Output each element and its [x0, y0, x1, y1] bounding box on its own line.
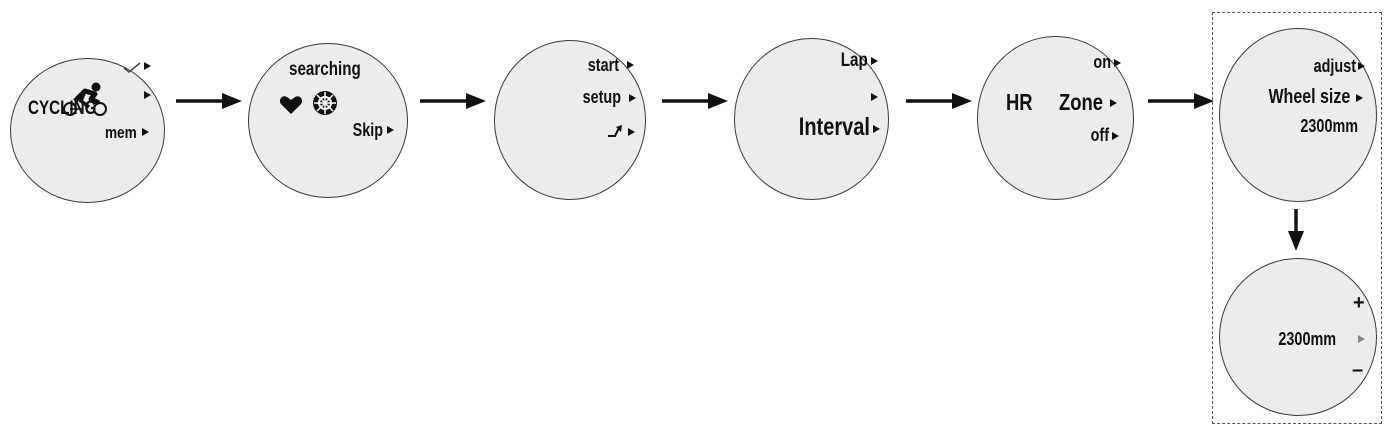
minus-label: – [1352, 359, 1364, 381]
triangle-icon [1110, 99, 1117, 107]
flow-arrow [906, 93, 972, 109]
flow-arrow [420, 93, 486, 109]
wheel-size-label: Wheel size [1268, 86, 1350, 108]
triangle-icon [144, 62, 151, 70]
zone-label: Zone [1059, 89, 1103, 115]
cyclist-icon [63, 82, 107, 116]
wheel-adjust-value: 2300mm [1278, 329, 1336, 349]
triangle-icon [871, 57, 878, 65]
triangle-icon [1114, 59, 1121, 67]
triangle-icon [1112, 132, 1119, 140]
screen-hr-zone: on HR Zone off [977, 36, 1134, 200]
triangle-icon [629, 94, 636, 102]
plus-label: + [1353, 292, 1365, 314]
screen-menu: start setup [494, 40, 646, 200]
heart-icon [279, 96, 303, 114]
triangle-icon [387, 126, 394, 134]
triangle-icon [1358, 62, 1365, 70]
check-icon [123, 62, 141, 73]
triangle-icon [873, 125, 880, 133]
flow-arrow [1288, 209, 1304, 251]
lap-label: Lap [840, 50, 868, 71]
back-arrow-icon [608, 125, 622, 137]
flow-arrow [1148, 93, 1214, 109]
triangle-icon [142, 128, 149, 136]
triangle-icon [1356, 94, 1363, 102]
triangle-icon [144, 91, 151, 99]
triangle-icon [628, 128, 635, 136]
start-label: start [587, 55, 619, 75]
screen-cycling: CYCLING mem [10, 58, 165, 203]
skip-label: Skip [352, 120, 383, 140]
screen-wheel-adjust: + 2300mm – [1219, 258, 1377, 416]
triangle-icon [1358, 335, 1365, 343]
hr-label: HR [1006, 89, 1033, 115]
mem-label: mem [105, 123, 137, 142]
searching-label: searching [289, 59, 361, 80]
wheel-size-value: 2300mm [1300, 116, 1358, 136]
triangle-icon [871, 93, 878, 101]
cycling-label: CYCLING [28, 98, 97, 119]
screen-searching: searching Skip [248, 43, 408, 198]
on-label: on [1093, 52, 1111, 72]
off-label: off [1090, 125, 1109, 145]
flow-arrow [176, 93, 242, 109]
sensor-icon [313, 91, 337, 115]
wheel-size-group [1212, 12, 1382, 424]
setup-label: setup [582, 87, 621, 107]
screen-wheel-size: adjust Wheel size 2300mm [1219, 28, 1377, 202]
screen-lap-interval: Lap Interval [734, 38, 889, 200]
adjust-label: adjust [1313, 56, 1356, 76]
triangle-icon [627, 61, 634, 69]
interval-label: Interval [798, 113, 870, 141]
flow-arrow [662, 93, 728, 109]
